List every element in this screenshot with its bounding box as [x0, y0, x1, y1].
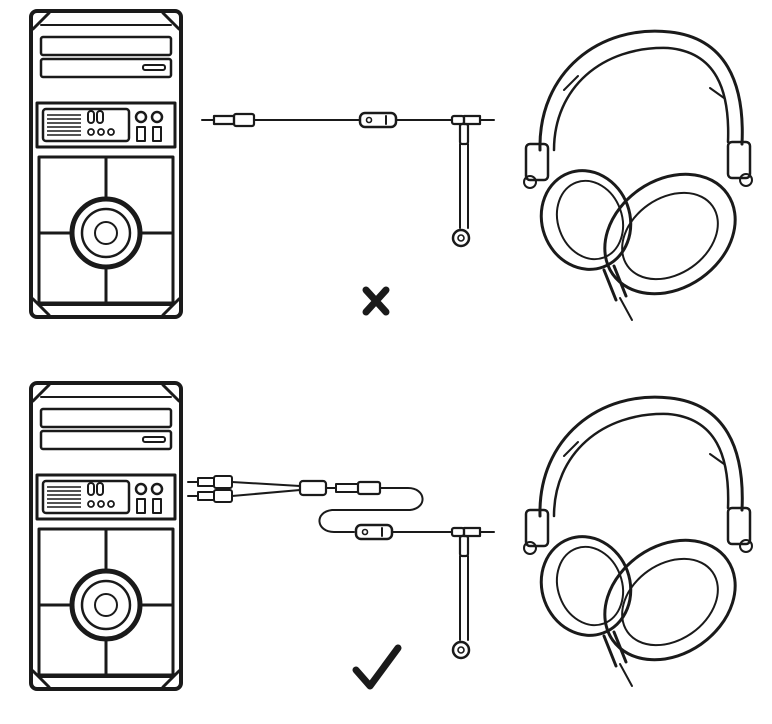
correct-connection-row	[31, 383, 760, 690]
y-splitter-adapter	[187, 475, 382, 503]
t-connector-plug	[450, 114, 496, 146]
inline-remote	[354, 523, 394, 541]
desktop-tower	[31, 11, 181, 317]
inline-remote	[358, 111, 398, 129]
incorrect-connection-row	[31, 11, 760, 322]
single-plug-cable	[318, 487, 453, 533]
single-plug-cable	[201, 112, 453, 128]
headphones	[522, 29, 760, 322]
clip-microphone	[451, 143, 471, 248]
t-connector-plug	[450, 526, 496, 558]
desktop-tower	[31, 383, 181, 689]
check-icon	[352, 644, 402, 690]
clip-microphone	[451, 555, 471, 660]
cross-icon	[362, 286, 390, 316]
headphones	[522, 395, 760, 688]
